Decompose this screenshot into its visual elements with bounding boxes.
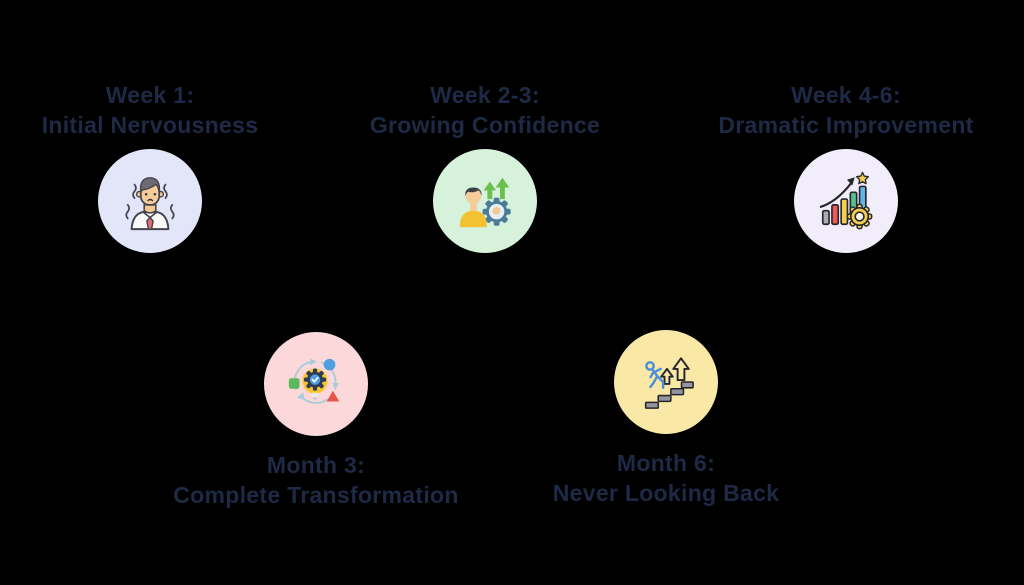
node-circle-week-4-6	[794, 149, 898, 253]
node-title-line2: Initial Nervousness	[41, 112, 259, 138]
node-title: Week 1: Initial Nervousness	[42, 80, 259, 140]
node-title-line2: Dramatic Improvement	[718, 112, 974, 138]
timeline-node-week-4-6: Week 4-6: Dramatic Improvement	[666, 80, 1024, 253]
timeline-node-week-2-3: Week 2-3: Growing Confidence	[315, 80, 655, 253]
node-title-line1: Week 4-6:	[791, 82, 901, 108]
node-title-line1: Week 1:	[105, 82, 195, 108]
node-title: Month 6: Never Looking Back	[553, 448, 780, 508]
transformation-cycle-icon	[288, 358, 340, 404]
node-title-line2: Never Looking Back	[552, 480, 780, 506]
node-circle-week-1	[98, 149, 202, 253]
node-title-line1: Week 2-3:	[430, 82, 540, 108]
timeline-node-week-1: Week 1: Initial Nervousness	[0, 80, 300, 253]
node-circle-month-6	[614, 330, 718, 434]
node-title: Week 2-3: Growing Confidence	[370, 80, 600, 140]
nervous-person-icon	[125, 177, 175, 231]
node-title-line1: Month 3:	[266, 452, 366, 478]
improvement-chart-icon	[819, 171, 873, 230]
node-title-line2: Complete Transformation	[173, 482, 459, 508]
node-title-line1: Month 6:	[616, 450, 716, 476]
node-circle-month-3	[264, 332, 368, 436]
climbing-stairs-icon	[644, 357, 694, 409]
node-title-line2: Growing Confidence	[369, 112, 601, 138]
timeline-node-month-3: Month 3: Complete Transformation	[136, 332, 496, 510]
node-circle-week-2-3	[433, 149, 537, 253]
growing-confidence-icon	[459, 177, 511, 228]
node-title: Month 3: Complete Transformation	[173, 450, 459, 510]
node-title: Week 4-6: Dramatic Improvement	[718, 80, 973, 140]
timeline-node-month-6: Month 6: Never Looking Back	[496, 330, 836, 508]
